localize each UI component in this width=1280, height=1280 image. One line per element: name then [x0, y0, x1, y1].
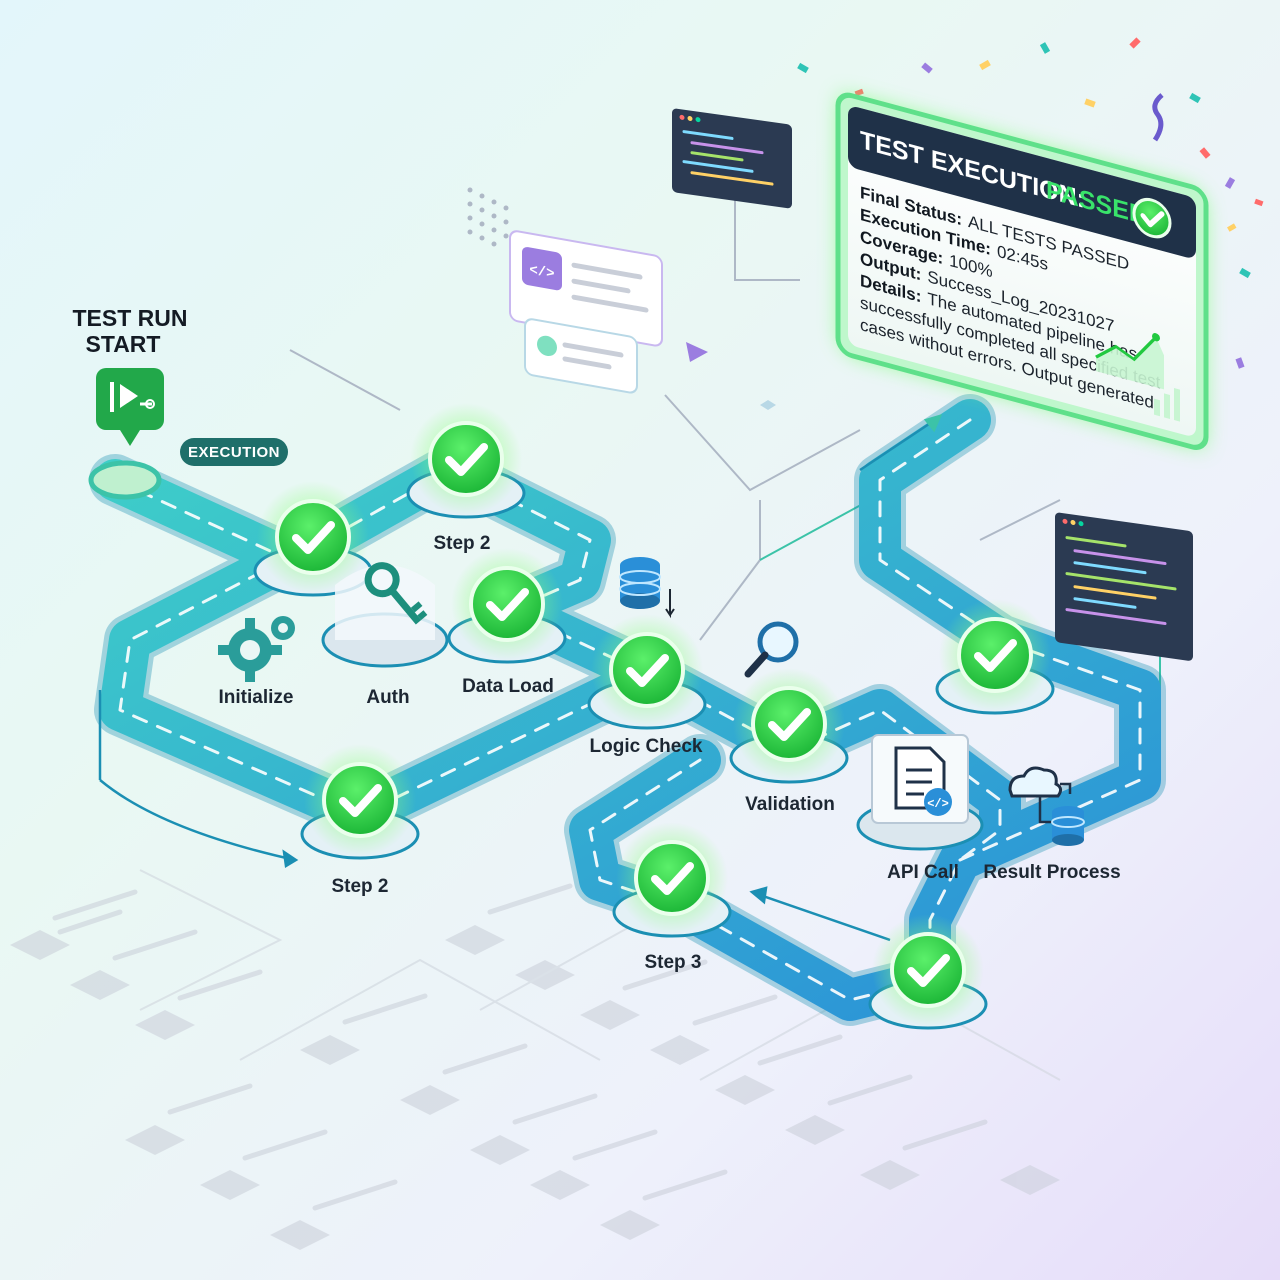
- check-icon: [614, 822, 730, 936]
- label-step-2-top: Step 2: [433, 533, 490, 554]
- check-icon: [408, 403, 524, 517]
- label-logic-check: Logic Check: [590, 736, 703, 757]
- label-validation: Validation: [745, 794, 835, 815]
- magnifier-icon: [748, 624, 796, 674]
- start-flag-icon: [96, 368, 164, 446]
- auth-pedestal: [323, 565, 447, 666]
- label-step-3: Step 3: [644, 952, 701, 973]
- check-icon: [731, 668, 847, 782]
- execution-badge-label: EXECUTION: [188, 444, 280, 461]
- start-title-line2: START: [86, 331, 161, 357]
- dot-pattern: [468, 188, 509, 247]
- svg-text:</>: </>: [927, 797, 949, 811]
- execution-badge: EXECUTION: [180, 438, 288, 466]
- gears-icon: [218, 616, 295, 682]
- triangle-marker: [686, 342, 708, 362]
- test-run-start: TEST RUN START EXECUTION: [73, 305, 289, 497]
- code-window-icon: [672, 108, 792, 209]
- label-result-process: Result Process: [983, 862, 1120, 883]
- api-document-icon: </>: [858, 735, 982, 849]
- label-initialize: Initialize: [219, 687, 294, 708]
- code-window-icon: [1055, 512, 1193, 661]
- check-icon: [449, 548, 565, 662]
- diamond-marker: [760, 400, 776, 410]
- check-icon: [302, 744, 418, 858]
- label-data-load: Data Load: [462, 676, 554, 697]
- label-auth: Auth: [366, 687, 409, 708]
- result-panel: TEST EXECUTION: PASSED Final Status:ALL …: [838, 92, 1206, 451]
- label-step-2-bottom: Step 2: [331, 876, 388, 897]
- check-icon: [870, 914, 986, 1028]
- start-title-line1: TEST RUN: [73, 305, 188, 331]
- label-api-call: API Call: [887, 862, 959, 883]
- database-icon: [620, 557, 674, 615]
